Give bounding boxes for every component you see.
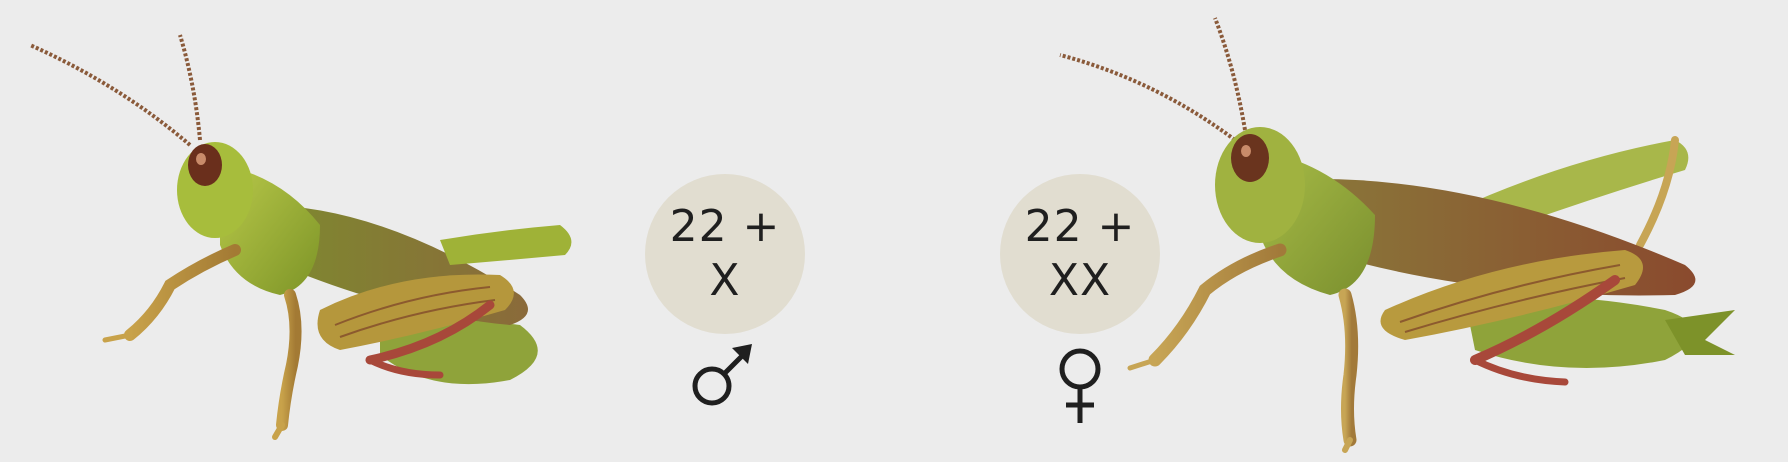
female-grasshopper-illustration — [1059, 17, 1735, 453]
male-karyotype-badge: 22 + X — [645, 174, 805, 334]
female-symbol-icon — [1059, 348, 1101, 423]
female-karyotype-sex-chromosomes: XX — [1048, 255, 1112, 306]
female-karyotype-autosomes: 22 + — [1024, 201, 1136, 252]
male-grasshopper-illustration — [29, 34, 572, 440]
male-symbol-icon — [692, 344, 752, 406]
male-karyotype-autosomes: 22 + — [669, 201, 781, 252]
male-karyotype-sex-chromosomes: X — [709, 255, 741, 306]
female-karyotype-badge: 22 + XX — [1000, 174, 1160, 334]
